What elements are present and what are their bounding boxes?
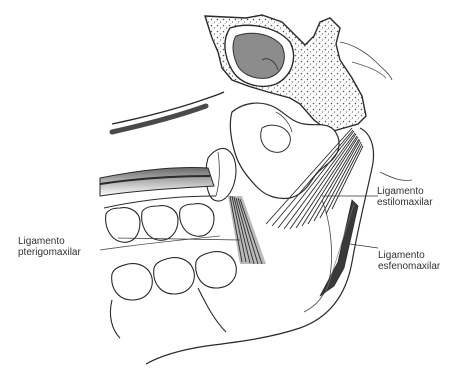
label-line: esfenomaxilar xyxy=(378,261,440,272)
pterygomandibular-ligament xyxy=(228,196,266,264)
zygomatic-arch xyxy=(112,92,224,132)
label-pterygomandibular-ligament: Ligamento pterigomaxilar xyxy=(18,236,81,258)
leader-pterygomandibular xyxy=(118,238,240,240)
mandibular-teeth xyxy=(110,252,236,338)
maxillary-arch xyxy=(100,167,216,242)
label-line: Ligamento xyxy=(378,250,440,261)
upper-teeth xyxy=(106,204,214,243)
label-line: pterigomaxilar xyxy=(18,247,81,258)
label-line: Ligamento xyxy=(377,186,433,197)
label-line: Ligamento xyxy=(18,236,81,247)
label-sphenomandibular-ligament: Ligamento esfenomaxilar xyxy=(378,250,440,272)
label-stylomandibular-ligament: Ligamento estilomaxilar xyxy=(377,186,433,208)
sphenomandibular-ligament xyxy=(320,200,358,296)
label-line: estilomaxilar xyxy=(377,197,433,208)
